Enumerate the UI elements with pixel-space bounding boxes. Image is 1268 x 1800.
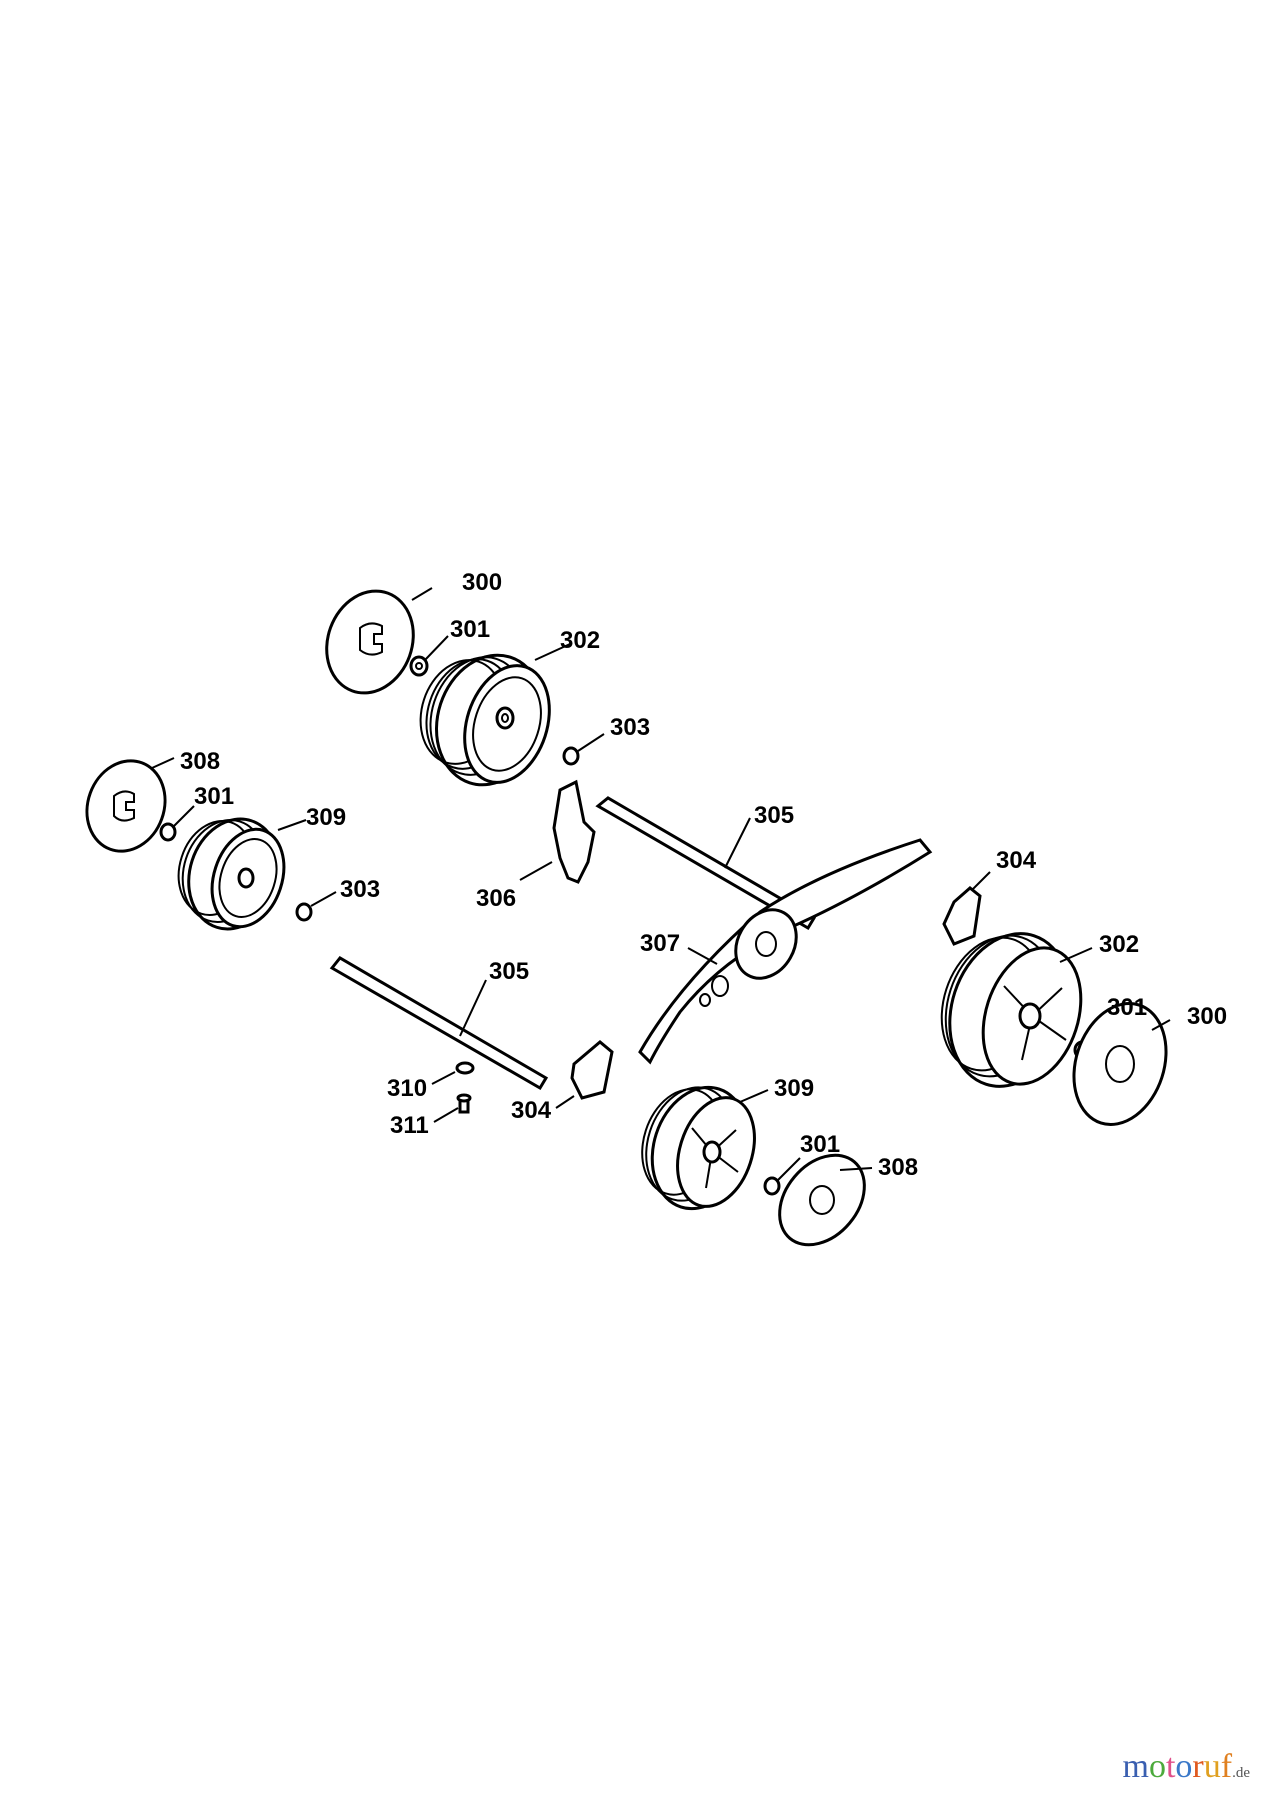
label-310: 310 xyxy=(387,1075,427,1102)
motoruf-watermark: motoruf.de xyxy=(1123,1748,1250,1786)
label-306: 306 xyxy=(476,885,516,912)
label-301-bottom: 301 xyxy=(800,1131,840,1158)
label-305-bottom: 305 xyxy=(489,958,529,985)
label-301-top: 301 xyxy=(450,616,490,643)
hubcap-308-bottom xyxy=(778,1153,873,1247)
bracket-304-left xyxy=(555,1040,614,1109)
label-302-top: 302 xyxy=(560,627,600,654)
part-labels: 300 301 302 303 308 301 309 303 306 305 … xyxy=(180,569,1227,1181)
label-304-left: 304 xyxy=(511,1097,552,1124)
label-305-top: 305 xyxy=(754,802,794,829)
label-308-bottom: 308 xyxy=(878,1154,918,1181)
washer-303-top xyxy=(562,733,605,766)
label-307: 307 xyxy=(640,930,680,957)
washer-301-bottom xyxy=(763,1157,801,1196)
label-301-left: 301 xyxy=(194,783,234,810)
screw-311 xyxy=(433,1093,472,1123)
wheel-309-left xyxy=(177,817,307,931)
washer-303-left xyxy=(295,891,337,922)
label-309-bottom: 309 xyxy=(774,1075,814,1102)
height-lever-307 xyxy=(638,838,933,1065)
label-300-top: 300 xyxy=(462,569,502,596)
label-308-left: 308 xyxy=(180,748,220,775)
axle-305-bottom xyxy=(329,956,549,1091)
label-309-left: 309 xyxy=(306,804,346,831)
hubcap-300-right xyxy=(1072,1001,1171,1127)
label-300-right: 300 xyxy=(1187,1003,1227,1030)
bracket-306 xyxy=(519,779,596,884)
washer-301-top xyxy=(409,635,449,677)
wm-letter: t xyxy=(1165,1748,1176,1785)
hubcap-308-left xyxy=(85,757,175,853)
label-301-right: 301 xyxy=(1107,994,1147,1021)
label-311: 311 xyxy=(390,1112,429,1139)
wm-letter: o xyxy=(1175,1748,1193,1785)
wheel-302-right xyxy=(940,932,1093,1088)
wheel-302-top xyxy=(419,643,571,787)
wm-tld: .de xyxy=(1232,1765,1250,1781)
washer-310 xyxy=(431,1061,475,1085)
wheel-309-bottom xyxy=(641,1085,769,1211)
label-304-right: 304 xyxy=(996,847,1037,874)
label-302-right: 302 xyxy=(1099,931,1139,958)
label-303-left: 303 xyxy=(340,876,380,903)
bracket-304-right xyxy=(942,871,991,946)
washer-301-left xyxy=(159,805,195,842)
wm-letter: m xyxy=(1122,1748,1149,1785)
wm-letter: o xyxy=(1148,1748,1166,1785)
wm-letter: f xyxy=(1220,1748,1233,1785)
wm-letter: u xyxy=(1203,1748,1221,1785)
hubcap-300-top xyxy=(325,587,433,695)
label-303-top: 303 xyxy=(610,714,650,741)
wm-letter: r xyxy=(1192,1748,1204,1785)
